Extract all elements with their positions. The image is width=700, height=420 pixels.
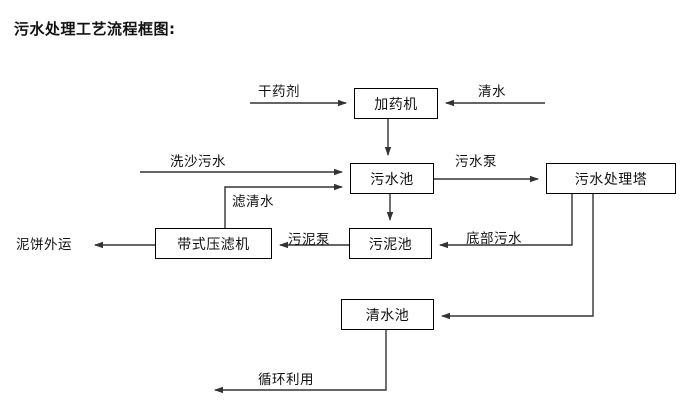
node-dosing-machine[interactable]: 加药机 bbox=[354, 88, 438, 119]
edge-label-clean-water: 清水 bbox=[478, 84, 506, 100]
node-label: 污泥池 bbox=[368, 236, 413, 253]
terminal-label-mud-cake-out: 泥饼外运 bbox=[16, 237, 72, 253]
node-sludge-pool[interactable]: 污泥池 bbox=[349, 228, 432, 259]
edge-label-sand-wash-water: 洗沙污水 bbox=[170, 154, 226, 170]
node-belt-filter-press[interactable]: 带式压滤机 bbox=[155, 228, 272, 259]
node-label: 带式压滤机 bbox=[177, 236, 250, 253]
node-treatment-tower[interactable]: 污水处理塔 bbox=[546, 163, 676, 194]
node-wastewater-pool[interactable]: 污水池 bbox=[350, 163, 434, 194]
page-title: 污水处理工艺流程框图: bbox=[14, 20, 176, 38]
node-label: 污水处理塔 bbox=[574, 171, 648, 188]
edge-label-bottom-wastewater: 底部污水 bbox=[466, 231, 522, 247]
terminal-label-recycle-reuse: 循环利用 bbox=[258, 372, 314, 388]
node-label: 污水池 bbox=[370, 171, 414, 188]
edge-recycle-reuse bbox=[214, 330, 387, 394]
edge-bottom-wastewater bbox=[439, 194, 573, 249]
edge-label-wastewater-pump: 污水泵 bbox=[455, 154, 497, 170]
node-label: 清水池 bbox=[365, 307, 410, 324]
node-clear-water-pool[interactable]: 清水池 bbox=[341, 299, 434, 330]
edge-label-filtered-water: 滤清水 bbox=[232, 194, 274, 210]
edge-label-sludge-pump: 污泥泵 bbox=[288, 232, 330, 248]
node-label: 加药机 bbox=[374, 96, 418, 113]
edge-filtered-water bbox=[224, 183, 343, 228]
edge-label-dry-chemical: 干药剂 bbox=[258, 84, 300, 100]
edge-tower-to-clear-water bbox=[441, 194, 594, 320]
